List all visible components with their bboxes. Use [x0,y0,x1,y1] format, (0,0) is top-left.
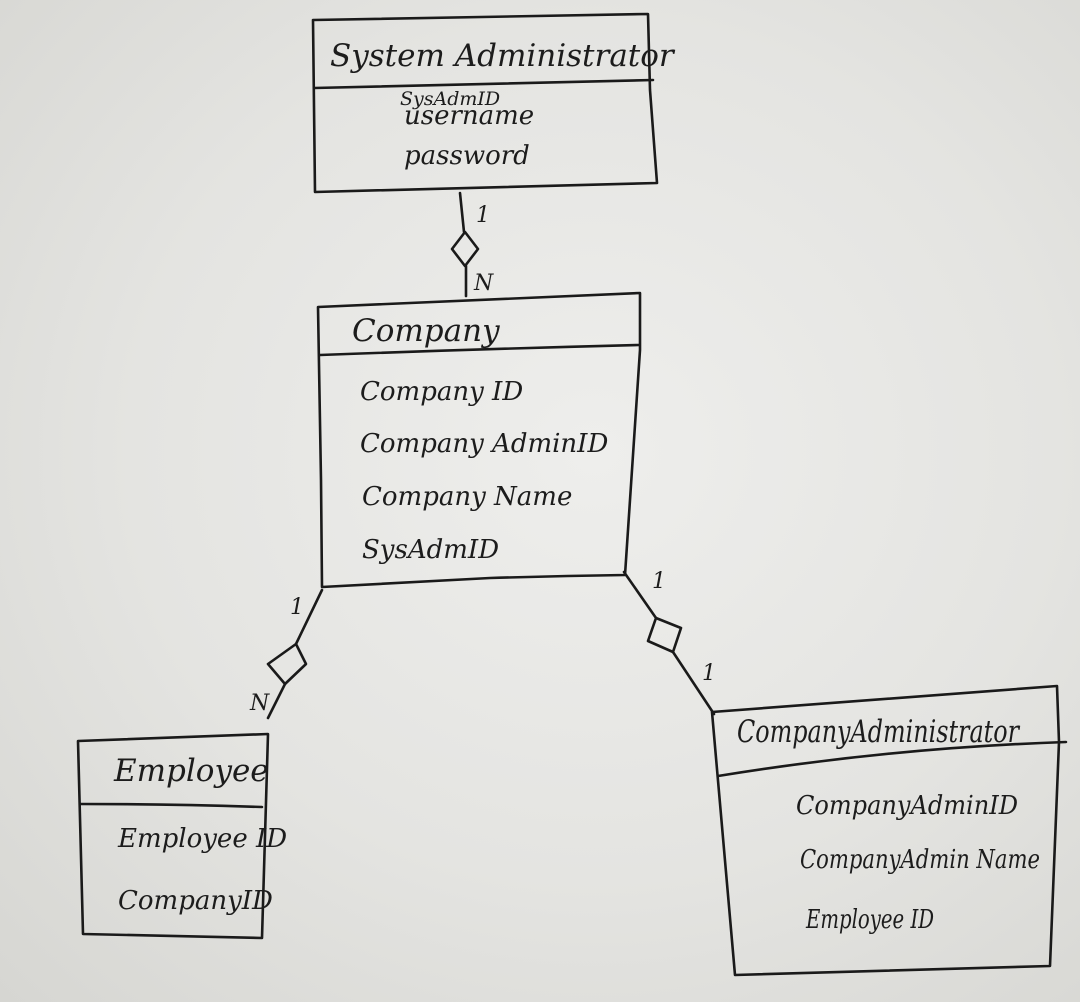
entity-divider-company [318,343,641,357]
entity-divider-company-administrator [716,740,1068,778]
attr-company-name: Company Name [362,482,572,512]
entity-box-company [316,291,642,589]
entity-box-company-administrator [710,684,1061,977]
multiplicity-sysadmin-end: 1 [476,203,490,228]
entity-system-administrator: System Administrator SysAdmID username p… [311,12,676,194]
entity-title-company-administrator: CompanyAdministrator [737,714,1021,750]
attr-sysadmid: SysAdmID [400,88,500,110]
entity-company-administrator: CompanyAdministrator CompanyAdminID Comp… [710,684,1068,977]
attr-companyadmin-name: CompanyAdmin Name [800,845,1040,875]
relationship-line-sysadmin-company [458,191,468,298]
relationship-sysadmin-company: 1 N [450,191,494,298]
attr-employee-id: Employee ID [117,824,287,854]
aggregation-diamond-company-employee [266,642,308,686]
multiplicity-company-end-emp: 1 [290,595,304,620]
attr-companyadminid: CompanyAdminID [796,791,1018,821]
aggregation-diamond-sysadmin-company [450,230,480,268]
entity-divider-employee [78,802,264,809]
multiplicity-employee-end: N [249,691,270,716]
attr-password: password [404,141,530,171]
aggregation-diamond-company-companyadmin [646,616,683,654]
relationship-line-company-companyadmin [622,570,716,716]
entity-divider-system-administrator [312,78,655,90]
multiplicity-company-end: N [473,271,494,296]
entity-box-employee [76,732,270,940]
multiplicity-company-end-admin: 1 [652,569,666,594]
attr-username: username [404,101,534,131]
attr-employee-companyid: CompanyID [118,886,273,916]
relationship-line-company-employee [266,588,324,720]
relationship-company-employee: 1 N [249,588,324,720]
attr-companyadmin-employee-id: Employee ID [805,905,934,935]
attr-company-adminid: Company AdminID [360,429,608,459]
entity-box-system-administrator [311,12,659,194]
entity-company: Company Company ID Company AdminID Compa… [316,291,642,589]
relationship-company-companyadmin: 1 1 [622,569,716,716]
multiplicity-companyadmin-end: 1 [702,661,716,686]
attr-company-sysadmid: SysAdmID [362,535,499,565]
entity-title-system-administrator: System Administrator [330,38,676,74]
entity-employee: Employee Employee ID CompanyID [76,732,287,940]
entity-title-employee: Employee [113,753,269,789]
attr-company-id: Company ID [360,377,523,407]
entity-title-company: Company [352,313,500,349]
